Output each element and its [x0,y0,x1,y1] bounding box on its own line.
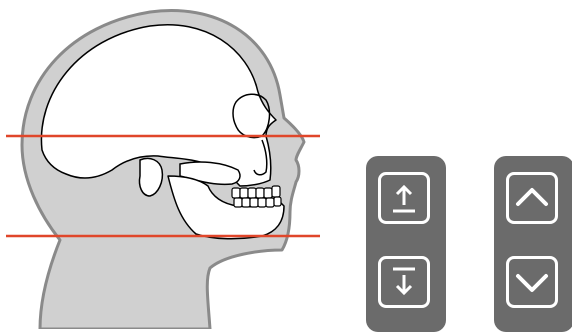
chevron-down-icon [509,259,555,305]
move-to-top-icon [381,175,427,221]
move-to-bottom-button[interactable]: move-to-bottom-icon [378,256,430,308]
step-control-panel: chevron-up-icon chevron-down-icon [494,156,572,332]
chevron-up-icon [509,175,555,221]
move-to-bottom-icon [381,259,427,305]
step-up-button[interactable]: chevron-up-icon [506,172,558,224]
lower-teeth [234,197,281,207]
step-down-button[interactable]: chevron-down-icon [506,256,558,308]
move-to-top-button[interactable]: move-to-top-icon [378,172,430,224]
position-control-panel: move-to-top-icon move-to-bottom-icon [366,156,446,332]
